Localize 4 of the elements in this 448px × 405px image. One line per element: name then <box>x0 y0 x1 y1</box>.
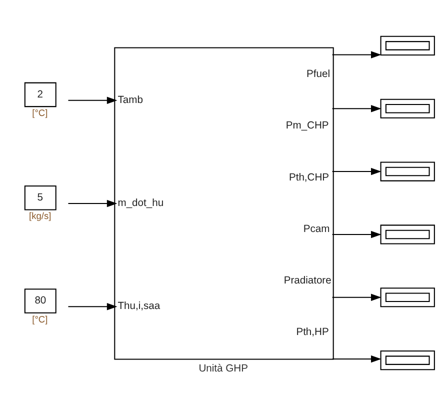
node-label: [°C] <box>32 108 48 118</box>
node-label: Unità GHP <box>198 363 248 374</box>
node-label: [°C] <box>32 314 48 324</box>
node-label: [kg/s] <box>29 210 52 221</box>
